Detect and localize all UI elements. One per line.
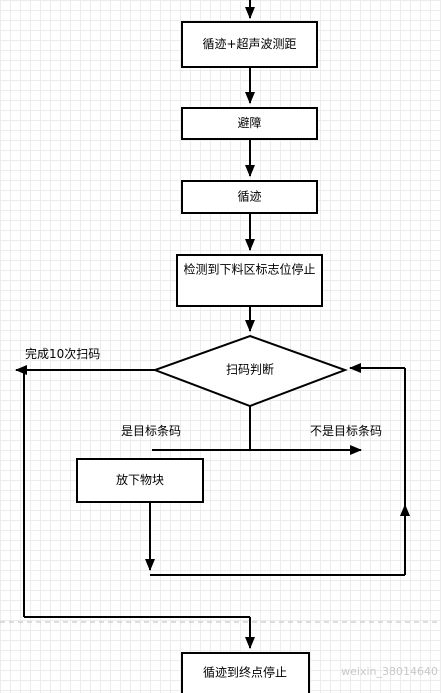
- node-follow-line: 循迹: [181, 180, 318, 214]
- edge-label-not-target: 不是目标条码: [310, 424, 382, 438]
- node-detect-unload-stop-label: 检测到下料区标志位停止: [183, 262, 315, 277]
- node-follow-to-end-stop: 循迹到终点停止: [181, 652, 310, 693]
- node-avoid-obstacle: 避障: [181, 107, 318, 140]
- node-scan-decision: 扫码判断: [152, 334, 348, 408]
- node-follow-ultrasonic-label: 循迹+超声波测距: [202, 36, 296, 51]
- node-avoid-obstacle-label: 避障: [237, 115, 261, 130]
- node-follow-line-label: 循迹: [237, 190, 261, 204]
- node-detect-unload-stop: 检测到下料区标志位停止: [176, 254, 323, 307]
- edge-label-is-target: 是目标条码: [121, 424, 181, 438]
- node-scan-decision-label: 扫码判断: [226, 362, 274, 377]
- node-follow-to-end-stop-label: 循迹到终点停止: [203, 665, 287, 680]
- node-drop-item: 放下物块: [76, 458, 204, 503]
- edge-label-scan-done: 完成10次扫码: [25, 346, 100, 361]
- watermark-text: weixin_38014640: [341, 665, 438, 678]
- node-drop-item-label: 放下物块: [116, 472, 164, 487]
- node-follow-ultrasonic: 循迹+超声波测距: [181, 21, 318, 68]
